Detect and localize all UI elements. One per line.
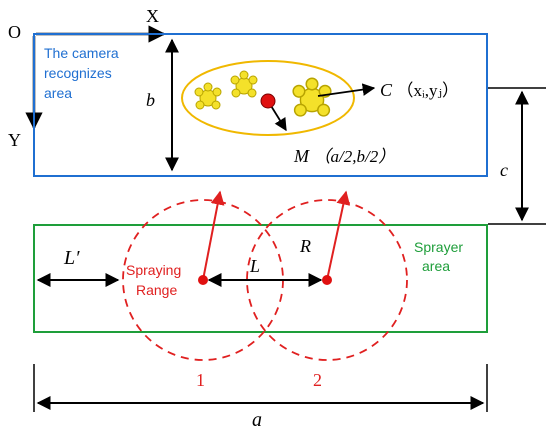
edge-offset-label: L′ (63, 247, 80, 269)
spray-range-circle-2 (246, 199, 408, 361)
camera-area-label-line: The camera (44, 45, 119, 61)
width-a-label: a (252, 409, 262, 431)
weed-icon (292, 77, 332, 117)
nozzle-point-2 (322, 275, 332, 285)
camera-area-label-line: area (44, 85, 72, 101)
radius-arrow-2 (326, 190, 351, 281)
nozzle-number-1: 1 (196, 370, 205, 390)
spraying-range-label-line: Spraying (126, 262, 181, 278)
spraying-range-label-line: Range (136, 282, 177, 298)
target-C-coords: （xᵢ,yⱼ） (397, 81, 460, 100)
sprayer-area-label: Sprayer area (414, 239, 467, 274)
target-M-letter: M (293, 146, 310, 166)
target-center-point (260, 93, 276, 109)
weed-icon (194, 82, 222, 110)
nozzle-point-1 (198, 275, 208, 285)
target-C-label: C （xᵢ,yⱼ） (380, 80, 459, 100)
camera-area-box (33, 33, 488, 177)
target-C-arrow (317, 83, 376, 97)
sprayer-area-label-line: area (422, 258, 450, 274)
x-axis-label: X (146, 6, 159, 26)
weed-icon (230, 70, 258, 98)
radius-label: R (299, 236, 311, 256)
nozzle-number-2: 2 (313, 370, 322, 390)
target-ellipse (181, 60, 355, 136)
camera-area-label: The camera recognizes area (44, 45, 123, 101)
y-axis-label: Y (8, 130, 21, 150)
radius-arrow-1 (202, 190, 225, 281)
target-C-letter: C (380, 80, 393, 100)
gap-c-label: c (500, 160, 508, 180)
target-M-label: M （a/2,b/2） (293, 146, 395, 166)
sprayer-area-label-line: Sprayer (414, 239, 463, 255)
origin-label: O (8, 22, 21, 42)
target-M-coords: （a/2,b/2） (314, 147, 396, 166)
height-b-label: b (146, 90, 155, 110)
spraying-range-label: Spraying Range (126, 262, 185, 298)
nozzle-spacing-label: L (249, 256, 260, 276)
camera-area-label-line: recognizes (44, 65, 112, 81)
